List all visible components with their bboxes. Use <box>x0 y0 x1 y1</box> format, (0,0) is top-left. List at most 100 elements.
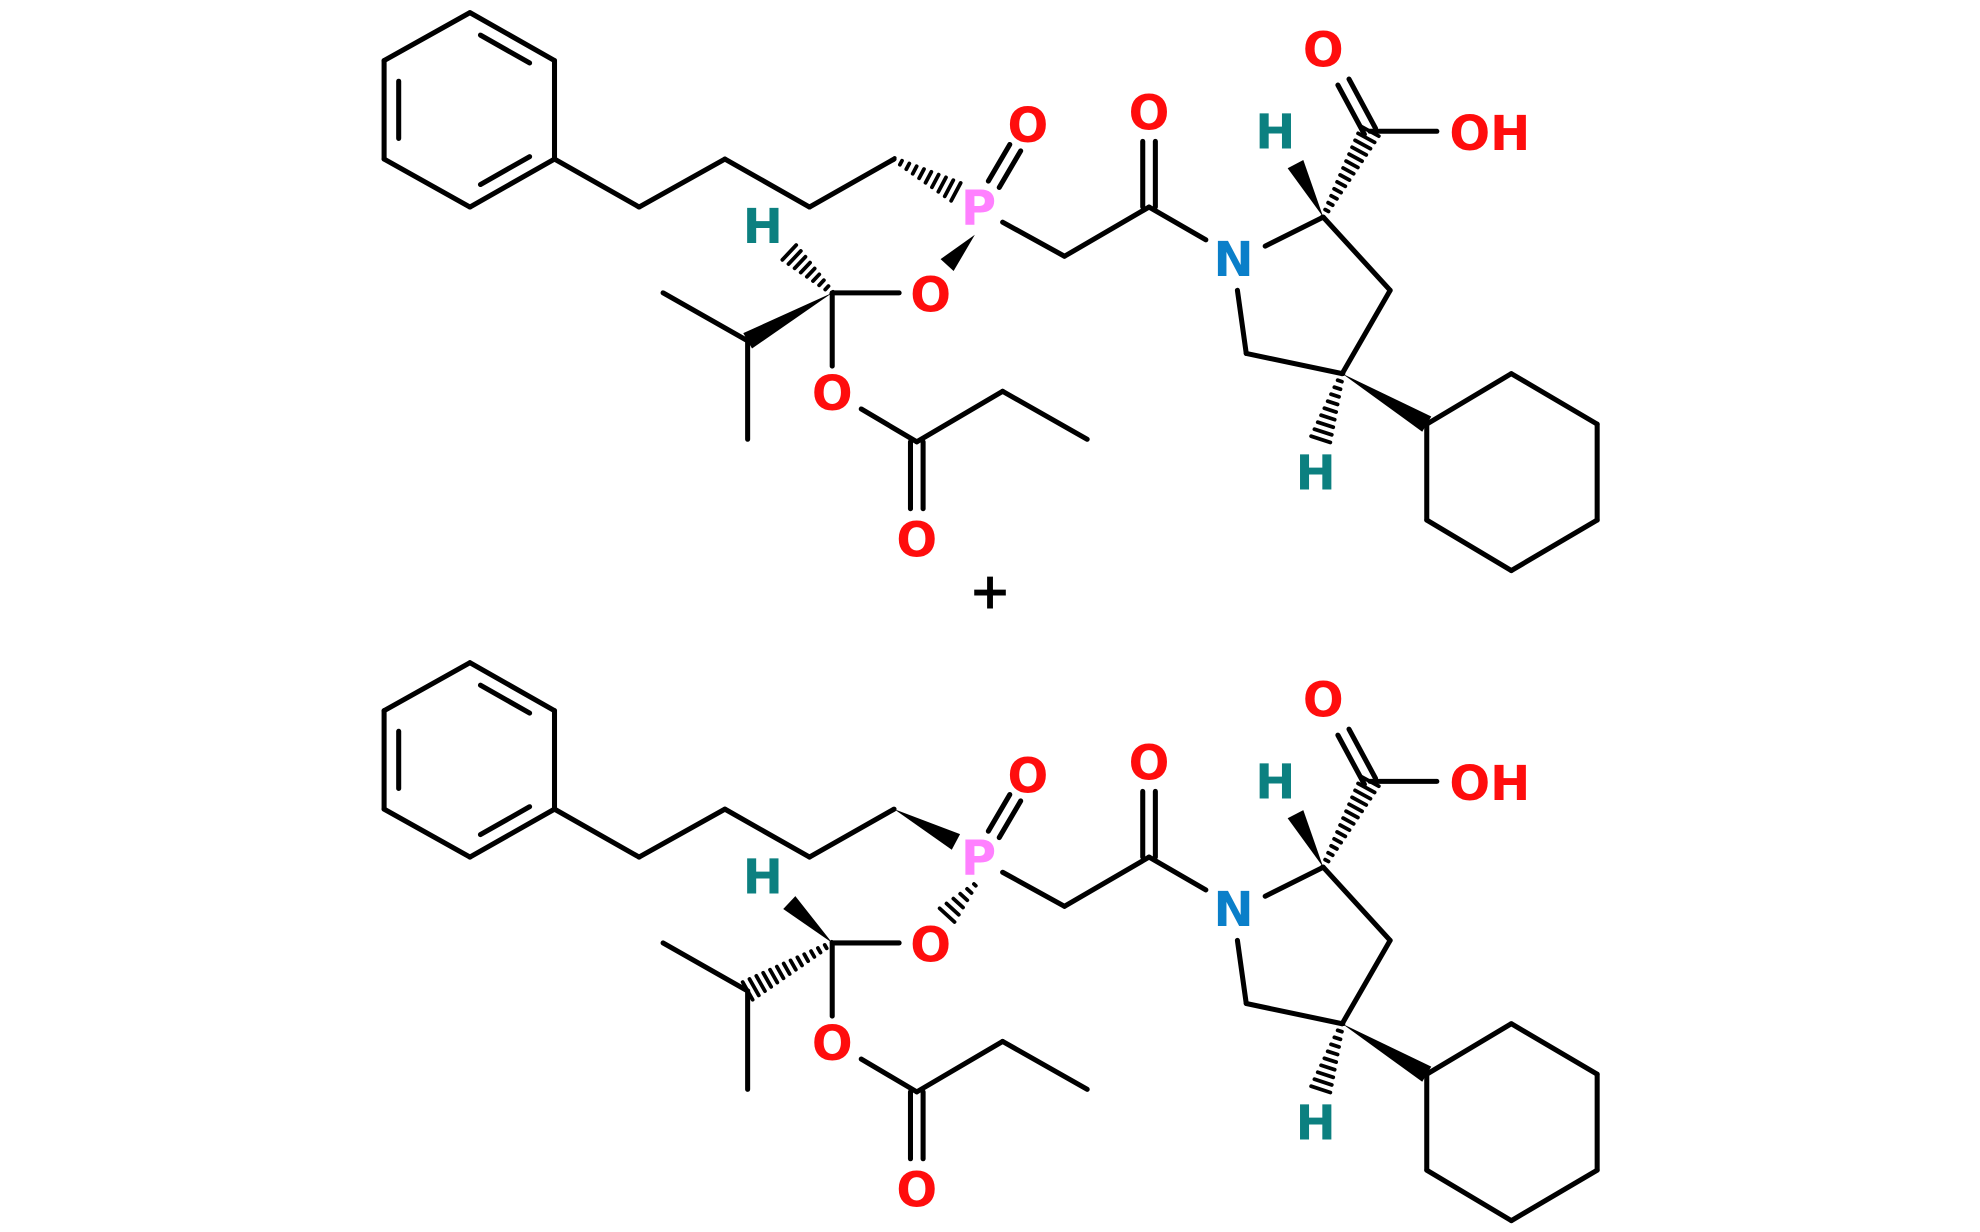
stereo-bond-h-ring-stroke <box>1319 1063 1337 1072</box>
stereo-bond-h-ring-stroke <box>1312 427 1334 437</box>
stereo-bond-isopropyl-stroke <box>781 961 792 976</box>
bond-p-double-o-line <box>985 792 1013 834</box>
phosphinate-oxygen: O <box>910 267 951 323</box>
bond <box>1508 371 1600 427</box>
stereo-bond-isopropyl <box>740 939 835 1002</box>
stereo-bond-butyl-p <box>894 809 961 850</box>
stereo-bond-h-ring-stroke <box>1329 392 1341 399</box>
bond <box>660 290 751 344</box>
stereo-bond-butyl-p-stroke <box>930 172 941 190</box>
stereo-bond-isopropyl-stroke <box>809 949 817 959</box>
phosphoryl-oxygen: O <box>1007 748 1048 804</box>
stereo-bond-p-o-stroke <box>958 891 970 903</box>
stereo-bond-h-ring-stroke <box>1335 378 1344 384</box>
stereo-bond-carboxyl <box>1320 124 1381 220</box>
stereo-bond-isopropyl-stroke <box>816 946 823 955</box>
bond-inner <box>477 154 533 188</box>
bond <box>467 660 558 714</box>
stereo-bond-carboxyl-stroke <box>1329 843 1339 851</box>
stereo-bond-h-alpha <box>1287 810 1324 868</box>
acetal-hydrogen: H <box>743 849 783 905</box>
bond <box>914 1038 1006 1095</box>
bond <box>1146 854 1209 893</box>
bond <box>467 806 558 860</box>
phosphinate-oxygen: O <box>910 917 951 973</box>
bond <box>1320 214 1393 293</box>
bond <box>660 940 751 994</box>
cyclohexane-ring <box>1424 371 1600 574</box>
stereo-bond-carboxyl-stroke <box>1332 836 1344 845</box>
stereo-bond-h-ring-stroke <box>1315 420 1336 430</box>
acetal-hydrogen: H <box>743 199 783 255</box>
stereo-bond-h-alpha <box>1287 159 1324 218</box>
ester-carbonyl-oxygen: O <box>896 512 937 568</box>
stereo-bond-h-acetal-stroke <box>786 249 803 266</box>
stereo-bond-isopropyl-stroke <box>754 974 767 994</box>
bond-acid-double-o <box>1335 76 1379 137</box>
bond <box>1424 371 1514 427</box>
bond-amide-double-o <box>1140 138 1158 210</box>
stereo-bond-isopropyl-stroke <box>788 958 798 972</box>
stereo-bond-carboxyl-stroke <box>1356 131 1377 145</box>
bond-acid-double-o-line <box>1335 732 1367 787</box>
bond <box>1424 1167 1514 1224</box>
stereo-bond-p-o-stroke <box>965 886 974 895</box>
bond-p-double-o-line <box>985 141 1013 184</box>
stereo-bond-butyl-p-stroke <box>936 175 948 194</box>
bond <box>1339 937 1393 1027</box>
bond-acid-double-o-line <box>1335 82 1367 137</box>
bond <box>858 406 920 445</box>
bond-inner <box>477 804 533 838</box>
hydroxyl-group: OH <box>1449 756 1530 812</box>
ester-oxygen: O <box>812 366 853 422</box>
stereo-bond-p-o-stroke <box>937 906 957 924</box>
bond <box>1146 204 1209 243</box>
stereo-bond-h-acetal-stroke <box>823 284 831 292</box>
stereo-bond-h-ring-stroke <box>1332 1035 1343 1042</box>
stereo-bond-isopropyl-stroke <box>747 977 761 998</box>
bond <box>1320 864 1393 943</box>
stereo-bond-carboxyl-stroke <box>1353 138 1373 151</box>
stereo-bond-h-ring-stroke <box>1309 434 1333 445</box>
stereo-bond-h-ring-stroke <box>1332 385 1343 392</box>
bond-inner <box>477 682 533 716</box>
bond <box>636 806 728 860</box>
stereo-bond-carboxyl-stroke <box>1323 207 1331 214</box>
stereo-bond-h-ring-stroke <box>1309 1084 1333 1095</box>
bond <box>1339 287 1393 377</box>
stereo-bond-butyl-p-stroke <box>897 158 904 167</box>
stereo-bond-carboxyl-stroke <box>1347 802 1364 814</box>
bond-amide-double-o <box>1140 788 1158 860</box>
stereo-bond-butyl-p-stroke <box>923 169 934 185</box>
bond-p-double-o <box>985 792 1024 841</box>
bond <box>1061 854 1152 909</box>
stereo-bond-isopropyl <box>743 292 833 349</box>
ring-hydrogen: H <box>1296 445 1336 501</box>
stereo-bond-isopropyl-stroke <box>768 967 780 985</box>
bond-p-double-o <box>985 141 1024 191</box>
stereo-bond-h-ring-stroke <box>1322 406 1339 414</box>
bond <box>806 156 897 210</box>
bond-ester-double-o <box>907 1089 926 1162</box>
plus-sign: + <box>969 561 1011 620</box>
bond <box>551 156 642 210</box>
stereo-bond-isopropyl-stroke <box>802 952 811 964</box>
bond <box>914 388 1006 445</box>
stereo-bond-p-o-stroke <box>972 882 978 888</box>
bond <box>722 156 813 210</box>
stereo-bond-carboxyl-stroke <box>1353 788 1373 801</box>
nitrogen-atom: N <box>1214 232 1254 288</box>
bond-acid-double-o-line <box>1346 76 1379 131</box>
stereo-bond-carboxyl-stroke <box>1329 193 1339 201</box>
ring-hydrogen: H <box>1296 1095 1336 1151</box>
bond <box>381 10 473 64</box>
bond <box>1508 1021 1600 1077</box>
stereo-bond-h-acetal-stroke <box>780 243 799 262</box>
phosphorus-atom: P <box>961 180 996 236</box>
bond <box>1000 1038 1090 1092</box>
stereo-bond-carboxyl <box>1320 774 1381 870</box>
bond <box>1424 1021 1514 1077</box>
stereo-bond-carboxyl-stroke <box>1344 159 1360 170</box>
stereo-bond-carboxyl-stroke <box>1347 152 1364 164</box>
stereo-bond-h-ring <box>1309 1021 1346 1095</box>
